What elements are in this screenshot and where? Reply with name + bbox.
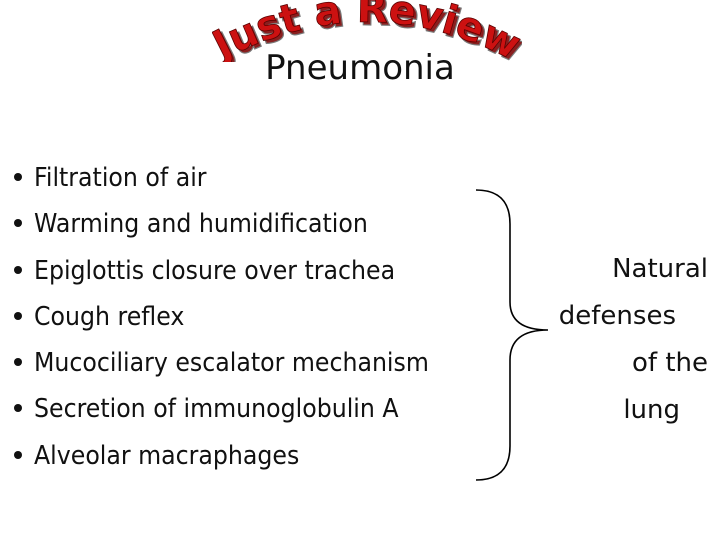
list-item-text: Epiglottis closure over trachea bbox=[34, 255, 396, 286]
list-item-text: Filtration of air bbox=[34, 163, 207, 193]
bullet-icon bbox=[14, 311, 22, 320]
bullet-icon bbox=[14, 265, 22, 274]
wordart-banner-label: Just a Review bbox=[212, 0, 522, 62]
side-note-line: of the bbox=[632, 348, 708, 378]
list-item: Warming and humidification bbox=[14, 201, 468, 247]
list-item-text: Cough reflex bbox=[34, 301, 185, 332]
bullet-icon bbox=[14, 450, 22, 459]
slide-title: Pneumonia bbox=[265, 48, 455, 88]
list-item: Secretion of immunoglobulin A bbox=[14, 386, 468, 432]
list-item-text: Warming and humidification bbox=[34, 209, 368, 240]
right-brace-icon bbox=[475, 189, 549, 481]
list-item-text: Secretion of immunoglobulin A bbox=[34, 394, 399, 425]
wordart-banner-shadow: Just a Review bbox=[212, 0, 522, 62]
list-item-text: Alveolar macraphages bbox=[34, 440, 300, 471]
bullet-icon bbox=[14, 219, 22, 228]
wordart-banner: Just a Review Just a Review bbox=[212, 0, 522, 62]
bullet-icon bbox=[14, 173, 22, 181]
bullet-icon bbox=[14, 404, 22, 413]
list-item: Filtration of air bbox=[14, 155, 468, 201]
list-item: Alveolar macraphages bbox=[14, 433, 468, 479]
defense-list: Filtration of air Warming and humidifica… bbox=[14, 155, 468, 479]
wordart-banner-shadow-text: Just a Review bbox=[212, 0, 522, 62]
side-note-line: defenses bbox=[558, 301, 676, 331]
list-item: Mucociliary escalator mechanism bbox=[14, 340, 468, 386]
side-note-line: lung bbox=[623, 395, 680, 425]
list-item-text: Mucociliary escalator mechanism bbox=[34, 348, 429, 379]
list-item: Epiglottis closure over trachea bbox=[14, 248, 468, 294]
side-note-line: Natural bbox=[612, 254, 708, 284]
wordart-banner-text: Just a Review bbox=[212, 0, 522, 62]
bullet-icon bbox=[14, 358, 22, 367]
list-item: Cough reflex bbox=[14, 294, 468, 340]
side-note: Natural defenses of the lung bbox=[548, 246, 708, 434]
